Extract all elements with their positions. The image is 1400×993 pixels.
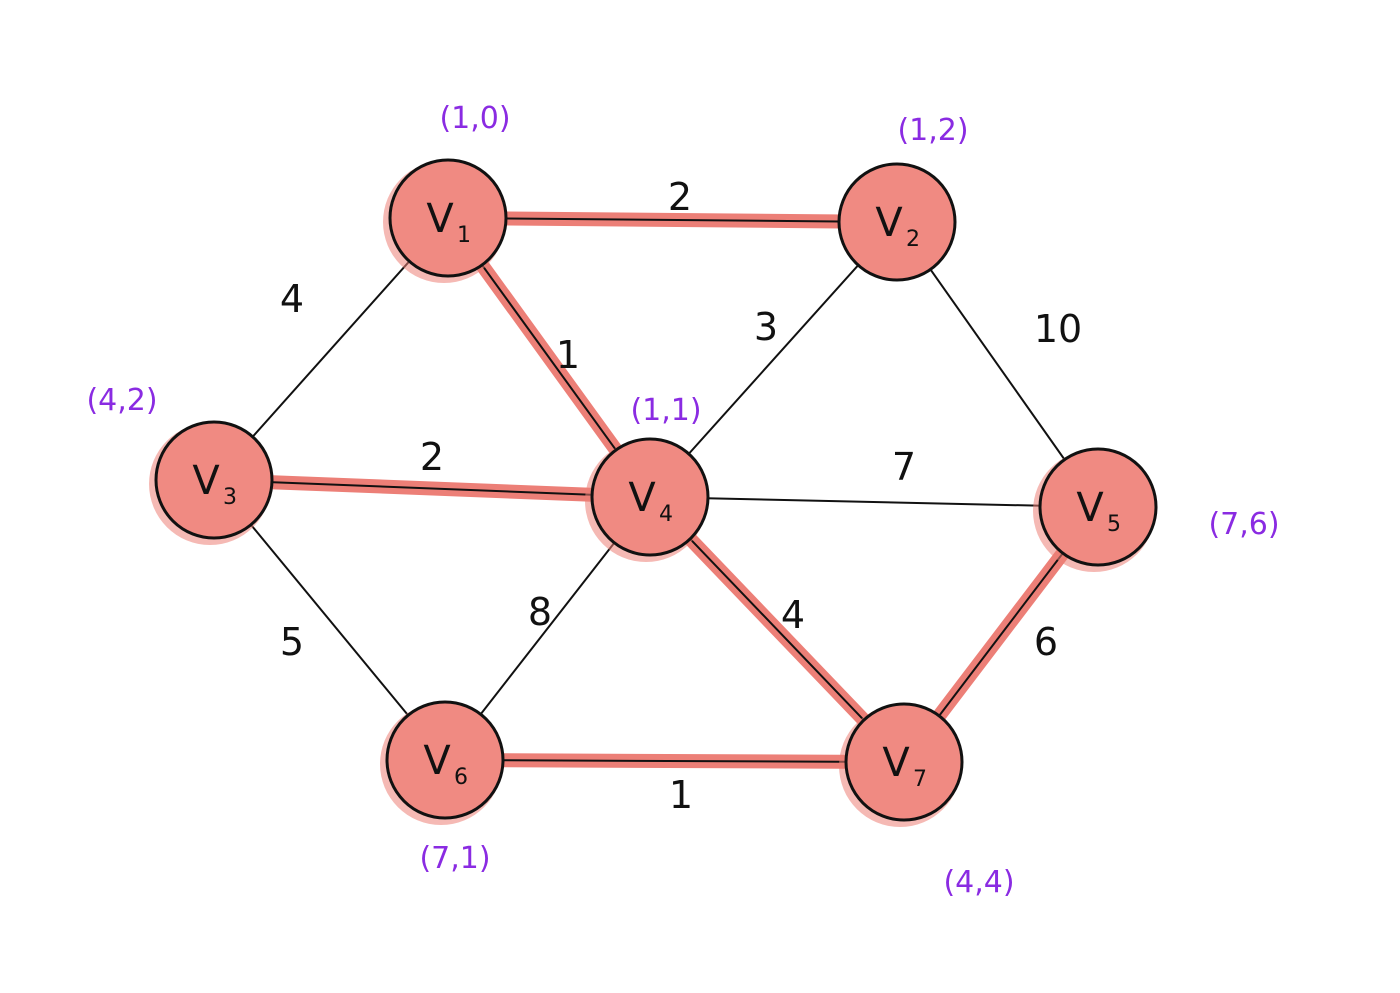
node-circle [844,702,964,822]
edge-weight-v3-v4: 2 [420,435,444,479]
node-subscript: 5 [1107,512,1121,537]
edge-weight-v1-v4: 1 [556,333,580,377]
edge-weight-v4-v5: 7 [892,445,916,489]
edge-v4-v5 [649,496,1099,508]
coord-label-v3: (4,2) [86,383,157,418]
node-subscript: 6 [454,765,468,790]
node-label: V [192,458,220,504]
node-circle [837,162,957,282]
node-label: V [426,196,454,242]
node-label: V [1076,485,1104,531]
node-circle [385,700,505,820]
node-subscript: 4 [659,502,673,527]
node-circle [1038,447,1158,567]
edge-weight-v2-v5: 10 [1034,307,1082,351]
node-subscript: 2 [906,227,920,252]
edge-v1-v2 [447,217,898,223]
coord-label-v1: (1,0) [439,101,510,136]
node-circle [388,158,508,278]
edge-weight-v5-v7: 6 [1034,620,1058,664]
edge-weight-v6-v7: 1 [669,773,693,817]
node-subscript: 7 [913,767,927,792]
edge-weight-v2-v4: 3 [754,305,778,349]
edge-v2-v4 [649,221,898,498]
node-label: V [875,200,903,246]
labels-layer: 2 4 1 3 10 2 5 7 8 4 6 1 (1,0) (1,2) (4,2) (1,1) (7,6) (7… [86,101,1279,900]
node-label: V [628,475,656,521]
edge-weight-v1-v3: 4 [280,277,304,321]
node-circle [154,420,274,540]
edge-weight-v4-v7: 4 [781,593,805,637]
node-circle [590,437,710,557]
node-label: V [423,738,451,784]
node-subscript: 1 [457,223,471,248]
edge-weight-v1-v2: 2 [668,175,692,219]
coord-label-v2: (1,2) [897,113,968,148]
coord-label-v4: (1,1) [630,393,701,428]
coord-label-v5: (7,6) [1208,507,1279,542]
node-subscript: 3 [223,485,237,510]
edge-v6-v7 [444,759,905,763]
coord-label-v6: (7,1) [419,841,490,876]
edge-v3-v4 [213,479,651,498]
edge-weight-v4-v6: 8 [528,590,552,634]
edge-v4-v7 [649,496,905,763]
coord-label-v7: (4,4) [943,865,1014,900]
edge-weight-v3-v6: 5 [280,620,304,664]
node-label: V [882,740,910,786]
